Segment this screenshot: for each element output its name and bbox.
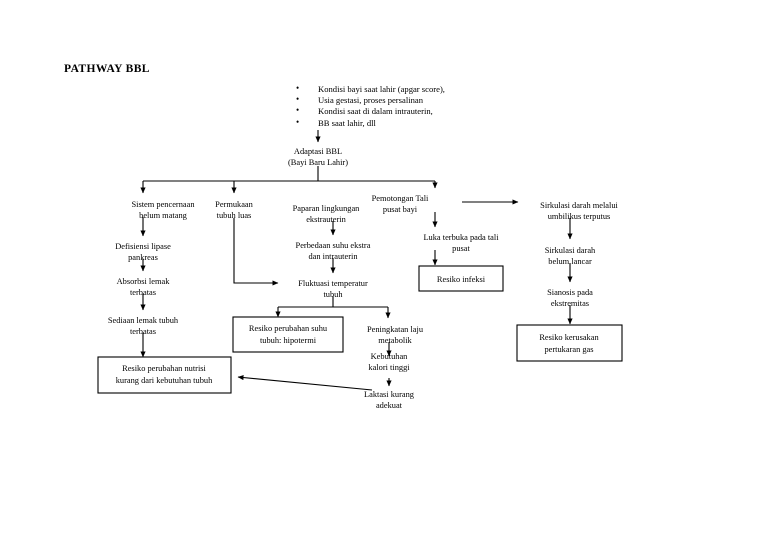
edge-permukaan-fluktuasi (233, 218, 279, 286)
node-nutrisi: Resiko perubahan nutrisi (122, 364, 206, 373)
node-nutrisi-sub: kurang dari kebutuhan tubuh (116, 376, 213, 385)
node-permukaan-tubuh: Permukaan (215, 200, 253, 209)
node-sirkulasi-belum-lancar: Sirkulasi darah (545, 246, 596, 255)
node-box-hipotermi (232, 316, 344, 353)
node-sirkulasi-umbilikus: Sirkulasi darah melalui (540, 201, 618, 210)
edge-laktasi-nutrisi (237, 374, 373, 391)
node-sistem-pencernaan-sub: belum matang (139, 211, 187, 220)
list-item-label: Kondisi saat di dalam intrauterin, (318, 106, 433, 117)
node-defisiensi-lipase-sub: pankreas (128, 253, 158, 262)
node-box-resiko-infeksi (418, 265, 504, 292)
node-luka-terbuka-sub: pusat (452, 244, 470, 253)
list-item-label: Usia gestasi, proses persalinan (318, 95, 424, 106)
node-pemotongan-tali-sub: pusat bayi (383, 205, 418, 214)
list-item: Kondisi bayi saat lahir (apgar score), (296, 83, 445, 95)
node-perbedaan-suhu: Perbedaan suhu ekstra (296, 241, 371, 250)
node-fluktuasi-temperatur-sub: tubuh (323, 290, 343, 299)
node-sirkulasi-belum-lancar-sub: belum lancar (548, 257, 592, 266)
node-box-kerusakan-gas (516, 324, 623, 362)
box-layer (97, 265, 623, 394)
node-kerusakan-gas-sub: pertukaran gas (544, 345, 593, 354)
node-defisiensi-lipase: Defisiensi lipase (115, 242, 171, 251)
node-permukaan-tubuh-sub: tubuh luas (217, 211, 252, 220)
node-kebutuhan-kalori: Kebutuhan (371, 352, 409, 361)
node-laktasi-sub: adekuat (376, 401, 403, 410)
list-item-label: BB saat lahir, dll (318, 117, 376, 128)
node-absorbsi-lemak: Absorbsi lemak (117, 277, 171, 286)
list-item: BB saat lahir, dll (296, 117, 445, 129)
node-peningkatan-laju-sub: metabolik (378, 336, 412, 345)
node-paparan-lingkungan-sub: ekstrauterin (306, 215, 346, 224)
node-perbedaan-suhu-sub: dan intrauterin (308, 252, 358, 261)
node-adaptasi: Adaptasi BBL (294, 147, 342, 156)
node-sianosis: Sianosis pada (547, 288, 593, 297)
list-item-label: Kondisi bayi saat lahir (apgar score), (318, 84, 445, 94)
node-pemotongan-tali: Pemotongan Tali (372, 194, 429, 203)
node-laktasi: Laktasi kurang (364, 390, 415, 399)
node-fluktuasi-temperatur: Fluktuasi temperatur (298, 279, 368, 288)
list-item: Kondisi saat di dalam intrauterin, (296, 105, 445, 117)
node-paparan-lingkungan: Paparan lingkungan (293, 204, 361, 213)
node-kerusakan-gas: Resiko kerusakan (539, 333, 599, 342)
node-sediaan-lemak-sub: terbatas (130, 327, 156, 336)
risk-factors-list: Kondisi bayi saat lahir (apgar score), U… (296, 83, 445, 129)
node-box-nutrisi (97, 356, 232, 394)
page-title: PATHWAY BBL (64, 63, 150, 75)
node-luka-terbuka: Luka terbuka pada tali (423, 233, 499, 242)
node-absorbsi-lemak-sub: terbatas (130, 288, 156, 297)
node-hipotermi: Resiko perubahan suhu (249, 324, 328, 333)
node-kebutuhan-kalori-sub: kalori tinggi (368, 363, 410, 372)
list-item: Usia gestasi, proses persalinan (296, 94, 445, 106)
node-sirkulasi-umbilikus-sub: umbilikus terputus (548, 212, 611, 221)
node-sediaan-lemak: Sediaan lemak tubuh (108, 316, 179, 325)
node-hipotermi-sub: tubuh: hipotermi (260, 336, 317, 345)
label-layer: Adaptasi BBL (Bayi Baru Lahir) Sistem pe… (108, 147, 619, 410)
node-sistem-pencernaan: Sistem pencernaan (131, 200, 195, 209)
node-sianosis-sub: ekstremitas (551, 299, 589, 308)
edge-layer (140, 130, 573, 391)
node-peningkatan-laju: Peningkatan laju (367, 325, 424, 334)
node-adaptasi-sub: (Bayi Baru Lahir) (288, 158, 348, 167)
node-resiko-infeksi: Resiko infeksi (437, 275, 486, 284)
